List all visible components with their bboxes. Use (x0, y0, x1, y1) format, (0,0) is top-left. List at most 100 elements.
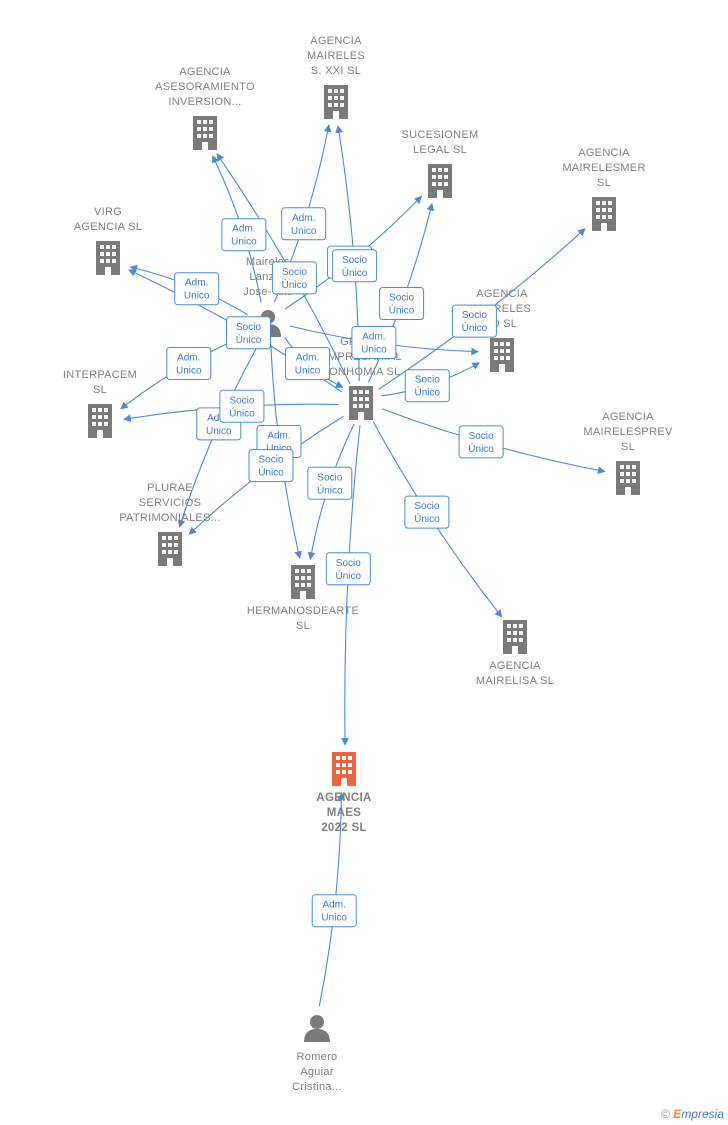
edge-label-21[interactable]: Adm.Unico (311, 894, 357, 928)
node-label-line: MAIRELES (307, 50, 365, 62)
footer-brand[interactable]: © Empresia (661, 1107, 724, 1121)
edge-label-text: Único (229, 406, 255, 419)
edge-label-text: Socio (342, 255, 367, 266)
node-label-line: LEGAL SL (413, 144, 467, 156)
node-label-line: PLURAE (147, 482, 193, 494)
node-n_asesoramiento[interactable]: AGENCIAASESORAMIENTOINVERSION... (155, 66, 255, 150)
edge-label-text: Unico (295, 366, 321, 377)
node-label-line: SERVICIOS (139, 497, 201, 509)
node-n_person_romero[interactable]: RomeroAguiarCristina... (292, 1015, 342, 1093)
edge-label-text: Unico (321, 913, 347, 924)
edge-label-box (174, 272, 220, 306)
edge-label-box (248, 449, 294, 483)
edge-label-box (458, 425, 504, 459)
building-icon (324, 85, 348, 119)
node-label-line: AGENCIA SL (74, 221, 142, 233)
edge-label-3[interactable]: Adm. Unico (166, 347, 212, 380)
edge-label-text: Socio (469, 431, 494, 442)
edge-label-text: Adm. (292, 213, 315, 224)
edge-label-text: Socio (462, 310, 487, 321)
edge-label-box (226, 316, 271, 350)
node-n_plurae[interactable]: PLURAE SERVICIOS PATRIMONIALES... (119, 482, 221, 566)
node-label-line: AGENCIA (179, 66, 231, 78)
edge-labels-layer: Adm.UnicoAdm.UnicoAdm.UnicoAdm.UnicoAdm.… (166, 207, 504, 928)
node-label-line: VIRG (94, 206, 122, 218)
edge-label-text: Único (317, 483, 343, 496)
node-label-line: Aguiar (300, 1066, 334, 1078)
node-label-line: AGENCIA (476, 288, 528, 300)
node-label-line: SL (296, 620, 310, 632)
node-label-line: ASESORAMIENTO (155, 81, 255, 93)
edge-label-box (332, 249, 378, 283)
edge-label-text: Unico (206, 426, 232, 437)
edge-label-box (325, 552, 371, 586)
edge-label-box (285, 347, 331, 381)
edge-label-text: Socio (236, 322, 261, 333)
edge-label-box (166, 347, 212, 380)
edge-label-box (271, 261, 317, 295)
edge-label-text: Adm. (185, 278, 208, 289)
edge-label-box (219, 389, 265, 423)
edge-label-text: Unico (184, 291, 210, 302)
edge-label-text: Unico (176, 366, 202, 377)
edge-label-text: Socio (389, 293, 414, 304)
edge-label-box (404, 495, 450, 529)
building-icon (349, 386, 373, 420)
edge-label-text: Único (258, 466, 284, 479)
edge-label-6[interactable]: Adm. Unico (351, 326, 397, 359)
edge-label-box (451, 304, 497, 338)
node-label-line: SL (597, 177, 611, 189)
edge-label-text: Único (236, 333, 262, 346)
node-label-line: AGENCIA (602, 411, 654, 423)
edge-label-2[interactable]: Adm. Unico (174, 272, 220, 306)
node-label-line: PATRIMONIALES... (119, 512, 221, 524)
brand-name: mpresia (681, 1107, 724, 1121)
node-label-line: S. XXI SL (311, 65, 361, 77)
edge-label-box (351, 326, 397, 359)
node-n_sucesionem[interactable]: SUCESIONEM LEGAL SL (402, 129, 479, 198)
edge-label-text: Adm. (267, 431, 290, 442)
edge-label-text: Socio (336, 558, 361, 569)
edge-label-5[interactable]: Adm.Unico (285, 347, 331, 381)
edge-label-text: Unico (361, 345, 387, 356)
edge-label-text: Socio (415, 375, 440, 386)
edge-label-text: Único (342, 266, 368, 279)
node-label-line: MAES (327, 807, 361, 819)
edge-label-text: Adm. (177, 353, 200, 364)
edge-label-box (379, 287, 425, 320)
node-n_virg[interactable]: VIRG AGENCIA SL (74, 206, 142, 275)
edge-label-text: Adm. (362, 332, 385, 343)
building-icon (616, 461, 640, 495)
node-label-line: AGENCIA (316, 792, 371, 804)
edge-label-box (307, 466, 353, 500)
node-label-line: SL (93, 384, 107, 396)
edge-label-0[interactable]: Adm.Unico (281, 207, 327, 241)
building-icon (503, 620, 527, 654)
edge-label-text: Socio (258, 455, 283, 466)
node-label-line: Romero (297, 1051, 338, 1063)
building-icon (428, 164, 452, 198)
edge-label-1[interactable]: Adm.Unico (221, 218, 267, 252)
building-icon (291, 565, 315, 599)
node-label-line: SUCESIONEM (402, 129, 479, 141)
